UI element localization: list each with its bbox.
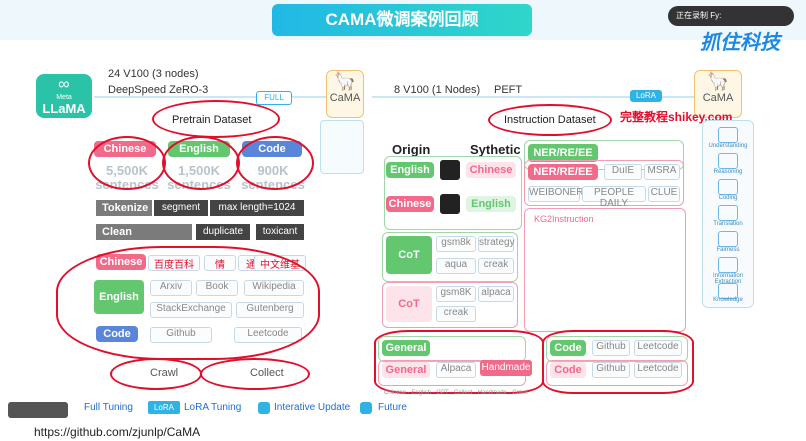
capability-sidebar: Understanding Reasoning Coding Translati… [702, 120, 754, 308]
origin-label: Origin [392, 142, 431, 157]
recording-indicator[interactable]: 正在录制 Fy: [668, 6, 794, 26]
lora-tag: LoRA [630, 90, 662, 102]
reasoning-icon [718, 153, 738, 169]
meta-infinity-icon: ∞ [58, 76, 70, 93]
knowledge-panel [320, 120, 364, 174]
pen-circle [488, 104, 612, 136]
segment-tag: segment [154, 200, 208, 216]
cot-tag: alpaca [478, 286, 514, 302]
general-tag: Alpaca [436, 362, 476, 378]
maxlen-tag: max length=1024 [210, 200, 304, 216]
synthetic-label: Sythetic [470, 142, 521, 157]
peft-info: PEFT [494, 84, 523, 96]
toxicant-tag: toxicant [256, 224, 304, 240]
pen-circle [152, 100, 280, 138]
kg-box [524, 208, 686, 332]
sidebar-item-label: Coding [718, 195, 738, 201]
sidebar-item-label: Fairness [716, 247, 740, 253]
kg-label: KG2Instruction [534, 214, 594, 224]
arrow-line-left [94, 96, 326, 98]
sidebar-item-label: Understanding [708, 143, 748, 149]
sidebar-item-label: Information Extraction [712, 273, 743, 285]
cot-tag: aqua [436, 258, 476, 274]
crawl-label: Crawl [150, 367, 179, 379]
synthetic-english: English [466, 196, 516, 212]
future-icon [360, 402, 372, 414]
cama-logo-right: 🦙 CaMA [694, 70, 742, 118]
ner-tag: DuIE [604, 164, 642, 180]
cot-box-green [382, 232, 518, 282]
pen-circle [236, 136, 314, 190]
collect-label: Collect [250, 367, 284, 379]
coding-icon [718, 179, 738, 195]
cot-chip-pink: CoT [386, 286, 432, 322]
understanding-icon [718, 127, 738, 143]
ner-tag: WEIBONER [528, 186, 583, 202]
source-tag: Github [150, 327, 212, 343]
gpu-info-left: 24 V100 (3 nodes) [108, 68, 199, 80]
alpaca-icon: 🦙 [333, 71, 357, 91]
ner-tag: PEOPLE DAILY [582, 186, 646, 209]
ner-chip-green: NER/RE/EE [528, 144, 598, 162]
deepspeed-info: DeepSpeed ZeRO-3 [108, 84, 209, 96]
cot-chip-green: CoT [386, 236, 432, 274]
llama-logo: ∞ Meta LLaMA [36, 74, 92, 118]
ner-tag: MSRA [644, 164, 680, 180]
code-tag: Github [592, 340, 630, 356]
pen-circle [162, 136, 240, 190]
cot-tag: creak [436, 306, 476, 322]
tokenize-label: Tokenize [96, 200, 152, 216]
knowledge-icon [718, 283, 738, 299]
cama-label-left: CaMA [329, 92, 361, 104]
duplicate-tag: duplicate [196, 224, 250, 240]
pen-circle [200, 358, 310, 390]
origin-english: English [386, 162, 434, 178]
arrow-line-right [372, 96, 696, 98]
cot-tag: strategy [478, 236, 515, 252]
page-title: CAMA微调案例回顾 [272, 4, 532, 36]
sidebar-item-label: Reasoning [713, 169, 743, 175]
clean-label: Clean [96, 224, 192, 240]
lang-box [384, 156, 522, 230]
fairness-icon [718, 231, 738, 247]
small-legend: Chinese · English · GPT · Collect · Hand… [384, 390, 528, 396]
llama-label: LLaMA [42, 101, 86, 116]
sidebar-item-label: Knowledge [713, 297, 743, 303]
repo-url[interactable]: https://github.com/zjunlp/CaMA [34, 425, 201, 439]
cama-logo-left: 🦙 CaMA [326, 70, 364, 118]
gpu-info-right: 8 V100 (1 Nodes) [394, 84, 481, 96]
legend-iterative-update: Interative Update [274, 402, 351, 413]
presenter-overlay [8, 402, 68, 418]
cama-label-right: CaMA [702, 92, 734, 104]
legend-future: Future [378, 402, 407, 413]
cot-box-pink [382, 282, 518, 328]
pen-circle [374, 330, 544, 394]
brand-logo: 抓住科技 [700, 32, 780, 54]
translation-icon [718, 205, 738, 221]
sidebar-item-label: Translation [713, 221, 743, 227]
legend-lora-tag: LoRA [148, 401, 180, 414]
legend-lora-tuning: LoRA Tuning [184, 402, 242, 413]
cot-tag: gsm8K [436, 286, 476, 302]
pen-circle [56, 246, 320, 360]
alpaca-icon: 🦙 [706, 71, 730, 91]
extraction-icon [718, 257, 738, 273]
cot-tag: creak [478, 258, 514, 274]
full-tag: FULL [256, 91, 292, 105]
legend-full-tuning: Full Tuning [84, 402, 133, 413]
gpt-icon [440, 160, 460, 180]
pen-circle [542, 330, 694, 394]
refresh-icon [258, 402, 270, 414]
code-tag: Github [592, 362, 630, 378]
synthetic-chinese: Chinese [466, 162, 516, 178]
pen-circle [88, 136, 166, 190]
ner-box-pink [524, 160, 684, 206]
cot-tag: gsm8k [436, 236, 476, 252]
ner-tag: CLUE [648, 186, 680, 202]
meta-label: Meta [56, 94, 72, 101]
gpt-icon [440, 194, 460, 214]
origin-chinese: Chinese [386, 196, 434, 212]
ner-chip-pink: NER/RE/EE [528, 164, 598, 180]
